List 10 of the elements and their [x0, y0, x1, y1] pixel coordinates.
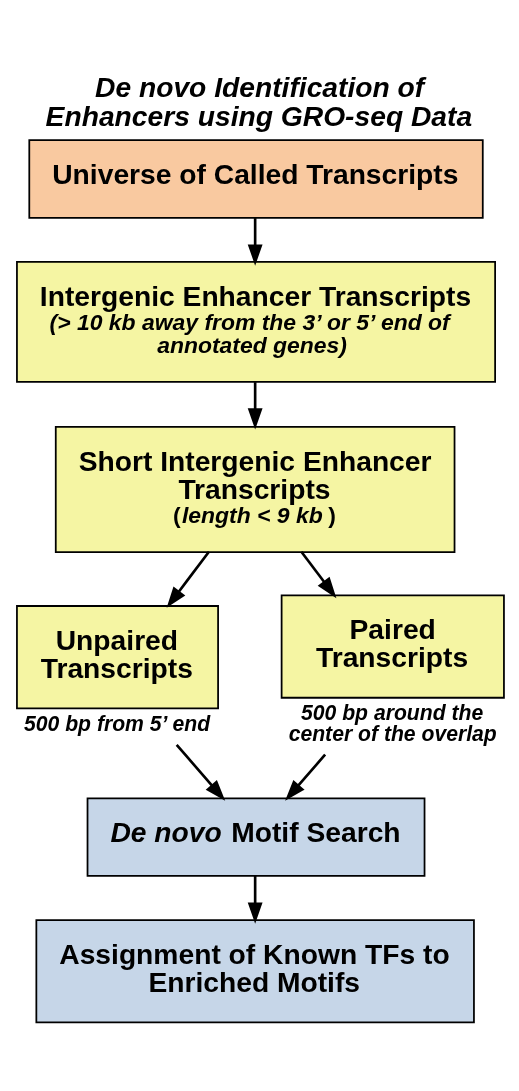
arrow	[166, 550, 210, 608]
arrow	[247, 875, 263, 924]
arrow	[175, 743, 225, 801]
node-label: 500 bp from 5’ end	[23, 711, 210, 735]
diagram-title: De novo Identification of Enhancers using GRO-seq Data	[45, 70, 472, 132]
arrow	[247, 217, 263, 266]
arrow	[247, 381, 263, 430]
arrow	[284, 753, 326, 801]
node-label: 500 bp around the center of the overlap	[288, 700, 497, 745]
arrow	[299, 550, 336, 598]
